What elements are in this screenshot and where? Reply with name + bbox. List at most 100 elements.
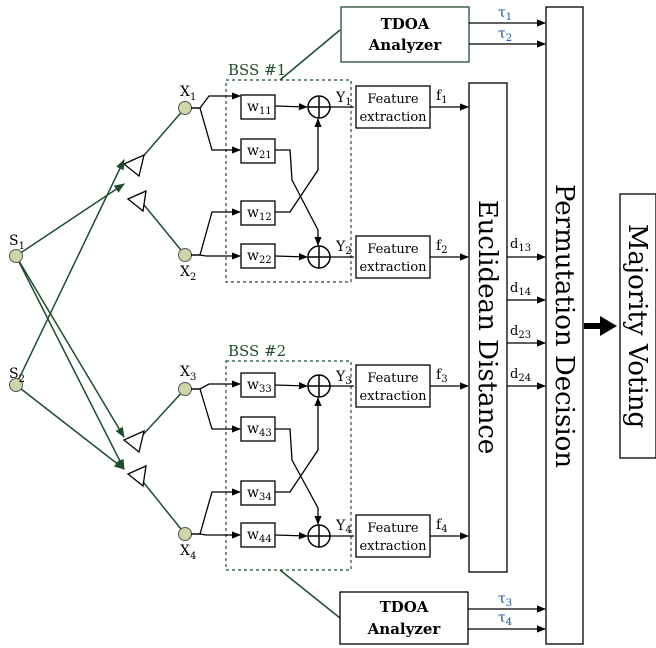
feature-box-3-line1: Feature bbox=[367, 371, 419, 386]
output-label-y4: Y4 bbox=[335, 518, 352, 536]
permutation-decision-label: Permutation Decision bbox=[549, 184, 579, 468]
source-label-s1: S1 bbox=[9, 233, 25, 252]
path-s1-to-mic3 bbox=[15, 255, 125, 438]
mic1-to-x1 bbox=[139, 107, 186, 161]
feature-box-2-line2: extraction bbox=[359, 260, 427, 275]
wire-x2-w22 bbox=[191, 252, 241, 260]
tdoa-analyzer-2-line1: TDOA bbox=[380, 598, 429, 616]
mic-label-x4: X4 bbox=[180, 543, 196, 562]
bss2-label: BSS #2 bbox=[228, 342, 286, 360]
majority-voting-label: Majority Voting bbox=[622, 224, 652, 428]
wire-w43-sum4 bbox=[275, 428, 322, 525]
distance-label-d23: d23 bbox=[510, 324, 531, 341]
tau-label-2: τ2 bbox=[498, 26, 512, 44]
mic-triangle-2 bbox=[126, 189, 147, 213]
feature-label-f1: f1 bbox=[436, 88, 448, 106]
wire-x2-w12 bbox=[191, 208, 241, 256]
weight-label-w34: w34 bbox=[247, 485, 272, 503]
source-label-s2: S2 bbox=[9, 366, 25, 385]
wire-w44-sum4 bbox=[274, 532, 308, 540]
bss1-to-tdoa1 bbox=[279, 29, 341, 81]
mic-triangle-3 bbox=[122, 429, 145, 454]
feature-box-4-line1: Feature bbox=[367, 521, 419, 536]
mic-triangle-1 bbox=[122, 153, 145, 178]
wire-x3-w43 bbox=[191, 388, 241, 433]
weight-label-w11: w11 bbox=[247, 99, 272, 117]
feature-box-2-line1: Feature bbox=[367, 242, 419, 257]
weight-box-w22 bbox=[240, 243, 276, 269]
weight-label-w22: w22 bbox=[247, 248, 272, 266]
weight-box-w34 bbox=[240, 480, 276, 506]
majority-voting-box bbox=[619, 193, 656, 459]
feature-box-1-line2: extraction bbox=[359, 110, 427, 125]
wire-w33-sum3 bbox=[274, 382, 308, 390]
sum-node-1 bbox=[307, 95, 331, 119]
tdoa-analyzer-1-line2: Analyzer bbox=[368, 36, 443, 54]
wire-x1-w11 bbox=[191, 92, 241, 109]
wire-x3-w33 bbox=[191, 380, 241, 390]
mic-node-x1 bbox=[178, 101, 192, 115]
feature-box-4 bbox=[355, 514, 431, 558]
mic-label-x2: X2 bbox=[180, 264, 196, 283]
weight-box-w11 bbox=[240, 94, 276, 120]
mic-node-x2 bbox=[178, 248, 192, 262]
tau-label-4: τ4 bbox=[498, 610, 512, 628]
tau-label-1: τ1 bbox=[498, 5, 512, 23]
weight-label-w33: w33 bbox=[247, 377, 272, 395]
feature-label-f2: f2 bbox=[436, 238, 448, 256]
sum-node-2 bbox=[307, 245, 331, 269]
wire-x4-w44 bbox=[191, 531, 241, 539]
feature-label-f3: f3 bbox=[436, 367, 448, 385]
bss1-box bbox=[225, 79, 352, 283]
feature-box-3-line2: extraction bbox=[359, 389, 427, 404]
feature-label-f4: f4 bbox=[436, 517, 448, 535]
mic3-to-x3 bbox=[139, 388, 186, 439]
mic-triangle-4 bbox=[126, 464, 147, 488]
feature-box-1 bbox=[355, 85, 431, 129]
feature-box-2 bbox=[355, 235, 431, 279]
wire-x4-w34 bbox=[191, 488, 241, 535]
weight-box-w12 bbox=[240, 200, 276, 226]
sum-node-4 bbox=[307, 524, 331, 548]
mic-node-x4 bbox=[178, 527, 192, 541]
wire-w11-sum1 bbox=[274, 103, 308, 111]
weight-box-w43 bbox=[240, 416, 276, 442]
mic-label-x3: X3 bbox=[180, 364, 196, 383]
arrow-to-majority bbox=[584, 316, 617, 336]
path-s2-to-mic4 bbox=[15, 384, 125, 470]
weight-box-w44 bbox=[240, 522, 276, 548]
tdoa-analyzer-1-box bbox=[340, 6, 470, 63]
euclidean-distance-box bbox=[468, 82, 508, 573]
wire-w34-sum3 bbox=[275, 397, 322, 493]
wire-x1-w21 bbox=[191, 107, 241, 154]
weight-label-w21: w21 bbox=[247, 143, 272, 161]
weight-box-w21 bbox=[240, 138, 276, 164]
mic4-to-x4 bbox=[139, 477, 186, 535]
mic-label-x1: X1 bbox=[180, 84, 196, 103]
output-label-y2: Y2 bbox=[335, 239, 352, 257]
output-label-y1: Y1 bbox=[335, 90, 352, 108]
weight-box-w33 bbox=[240, 372, 276, 398]
feature-box-4-line2: extraction bbox=[359, 539, 427, 554]
permutation-decision-box bbox=[545, 6, 584, 645]
tdoa-analyzer-1-line1: TDOA bbox=[381, 15, 430, 33]
mic-node-x3 bbox=[178, 382, 192, 396]
tau-label-3: τ3 bbox=[498, 591, 512, 609]
mic2-to-x2 bbox=[139, 199, 186, 256]
distance-label-d24: d24 bbox=[510, 367, 531, 384]
path-s2-to-mic2 bbox=[15, 159, 125, 386]
sum-node-3 bbox=[307, 374, 331, 398]
distance-label-d14: d14 bbox=[510, 281, 531, 298]
weight-label-w43: w43 bbox=[247, 421, 272, 439]
tdoa-analyzer-2-line2: Analyzer bbox=[367, 620, 442, 638]
bss1-label: BSS #1 bbox=[228, 61, 286, 79]
feature-box-1-line1: Feature bbox=[367, 92, 419, 107]
weight-label-w12: w12 bbox=[247, 205, 272, 223]
tdoa-analyzer-2-box bbox=[339, 591, 469, 645]
wire-w22-sum2 bbox=[274, 253, 308, 261]
output-label-y3: Y3 bbox=[335, 369, 352, 387]
distance-label-d13: d13 bbox=[510, 237, 531, 254]
path-s1-to-mic4 bbox=[15, 255, 125, 470]
